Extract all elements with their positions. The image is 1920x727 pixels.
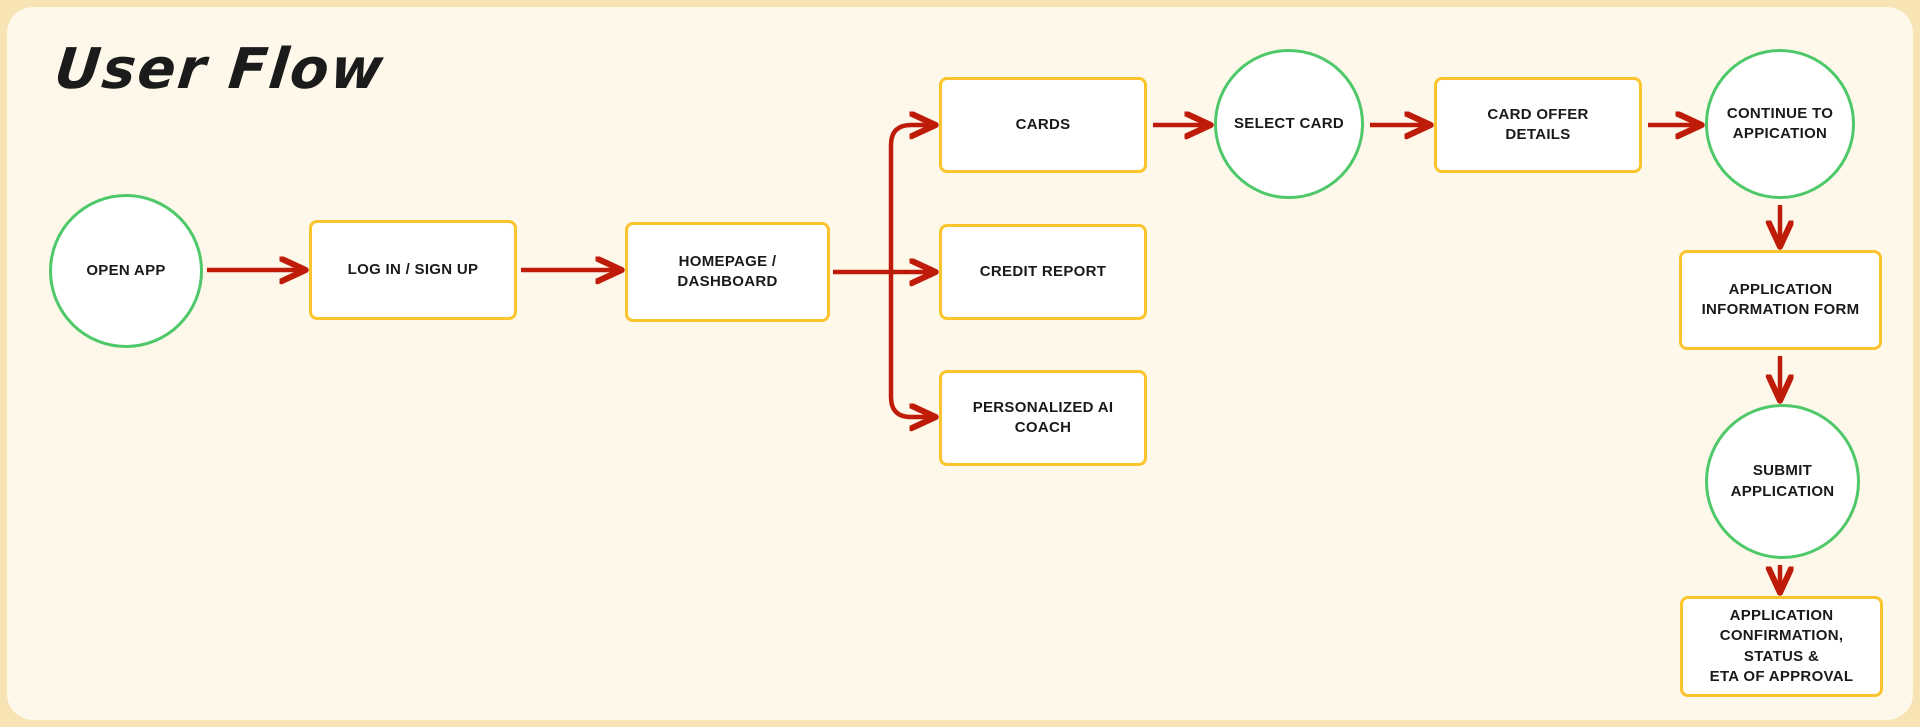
flow-node-label-line: CONFIRMATION, STATUS & — [1719, 627, 1844, 665]
flow-node-card-offer-details[interactable]: CARD OFFER DETAILS — [1434, 77, 1642, 173]
flow-node-label: CARDS — [1015, 115, 1071, 133]
flow-node-label-line: CARD OFFER — [1487, 105, 1589, 123]
flow-node-cards[interactable]: CARDS — [939, 77, 1147, 173]
flow-node-label-line: CONTINUE TO — [1726, 104, 1834, 122]
flow-node-select-card[interactable]: SELECT CARD — [1214, 49, 1364, 199]
flow-node-label-line: APPICATION — [1732, 125, 1828, 142]
flow-node-label-line: APPLICATION — [1730, 482, 1835, 500]
flow-node-label-line: APPLICATION — [1729, 607, 1834, 624]
flow-node-label: HOMEPAGE / DASHBOARD — [677, 252, 778, 290]
flow-node-label: CREDIT REPORT — [979, 262, 1107, 280]
flow-node-label: SELECT CARD — [1234, 114, 1344, 132]
flow-node-personalized-ai-coach[interactable]: PERSONALIZED AI COACH — [939, 370, 1147, 466]
flow-node-label-line: INFORMATION FORM — [1701, 301, 1860, 318]
flow-node-open-app[interactable]: OPEN APP — [49, 194, 203, 348]
flow-node-label: CONTINUE TO APPICATION — [1727, 104, 1833, 145]
flow-node-credit-report[interactable]: CREDIT REPORT — [939, 224, 1147, 320]
flow-node-label: APPLICATION INFORMATION FORM — [1702, 280, 1860, 321]
edge-homepage-to-ai-coach — [888, 272, 933, 417]
flow-node-homepage-dashboard[interactable]: HOMEPAGE / DASHBOARD — [625, 222, 830, 322]
flow-node-label: SUBMIT APPLICATION — [1731, 461, 1835, 502]
flow-node-application-information-form[interactable]: APPLICATION INFORMATION FORM — [1679, 250, 1882, 350]
edge-homepage-to-cards — [888, 125, 933, 272]
flow-node-label: PERSONALIZED AI COACH — [972, 398, 1114, 436]
flow-node-label-line: DETAILS — [1505, 126, 1571, 143]
flow-node-label-line: APPLICATION — [1728, 280, 1833, 298]
flow-node-label-line: SUBMIT — [1752, 462, 1813, 480]
flow-connectors — [207, 7, 1913, 720]
diagram-panel: User Flow OPEN APP LOG IN / SIGN UP HOMEPA… — [7, 7, 1913, 720]
flow-node-label: LOG IN / SIGN UP — [347, 260, 479, 278]
flow-node-application-confirmation[interactable]: APPLICATION CONFIRMATION, STATUS & ETA OF … — [1680, 596, 1883, 697]
flow-node-label: APPLICATION CONFIRMATION, STATUS & ETA OF … — [1693, 606, 1870, 687]
flow-node-label-line: ETA OF APPROVAL — [1709, 667, 1854, 685]
flow-node-label: CARD OFFER DETAILS — [1487, 105, 1588, 146]
flow-node-log-in-sign-up[interactable]: LOG IN / SIGN UP — [309, 220, 517, 320]
flow-node-label: OPEN APP — [86, 261, 166, 279]
page-title: User Flow — [51, 37, 388, 102]
flow-node-continue-to-appication[interactable]: CONTINUE TO APPICATION — [1705, 49, 1855, 199]
flow-node-submit-application[interactable]: SUBMIT APPLICATION — [1705, 404, 1860, 559]
